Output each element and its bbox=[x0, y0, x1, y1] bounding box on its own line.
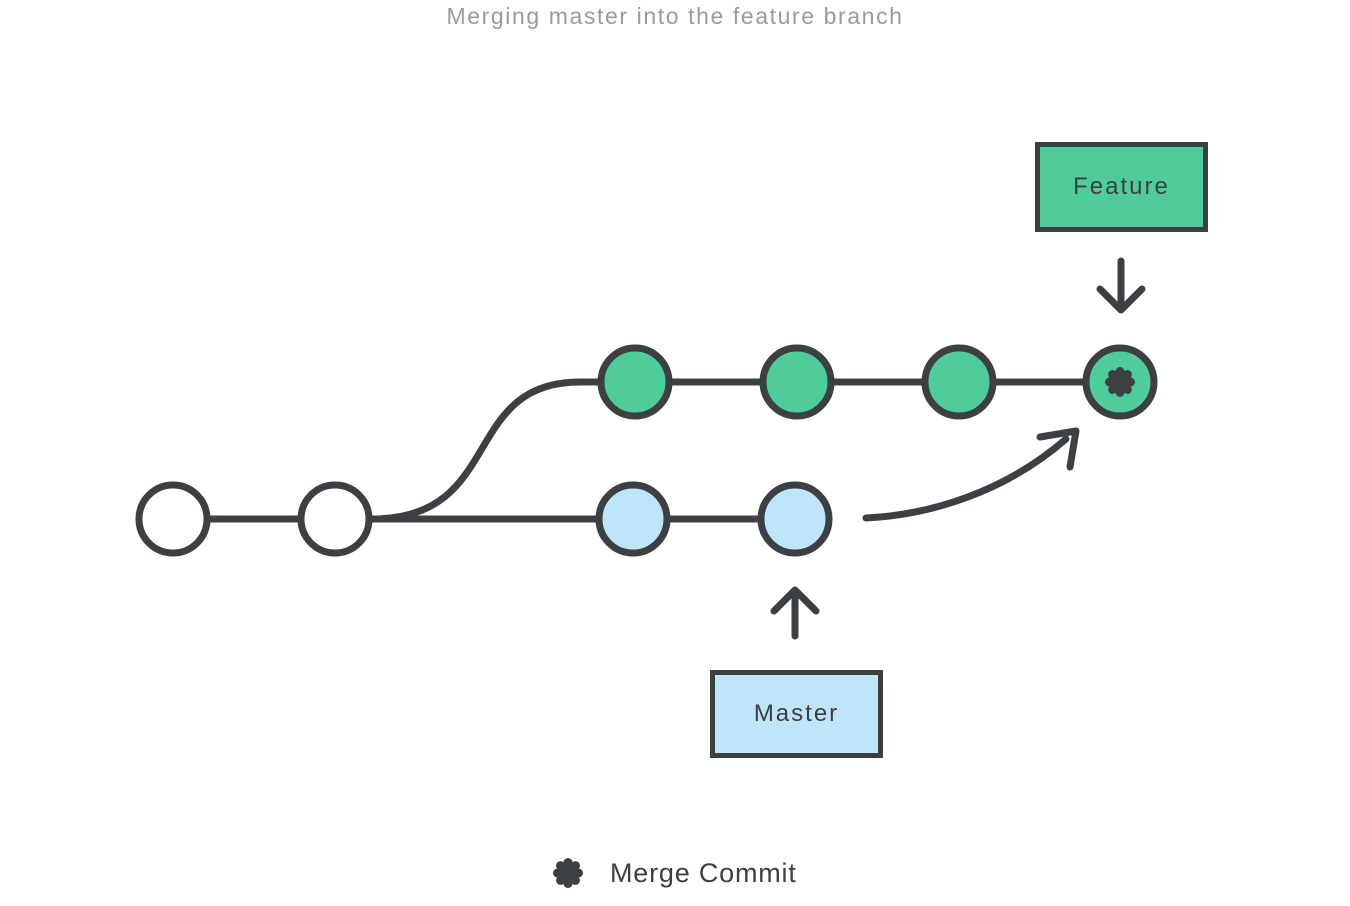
merge-asterisk-glyph bbox=[553, 858, 583, 888]
feature-pointer-down-arrow bbox=[1096, 257, 1146, 314]
master-commit-2 bbox=[757, 481, 833, 557]
merge-arrow-head bbox=[1036, 427, 1080, 471]
master-arrow-head bbox=[770, 586, 820, 615]
master-branch-label: Master bbox=[710, 670, 883, 758]
merge-asterisk-glyph bbox=[1105, 367, 1135, 397]
commits-layer bbox=[135, 344, 1158, 557]
feature-branch-line bbox=[371, 378, 1120, 523]
master-pointer-up-arrow bbox=[770, 586, 820, 640]
merge-arrow-curve bbox=[862, 435, 1070, 522]
master-label-text: Master bbox=[753, 700, 840, 727]
diagram-title: Merging master into the feature branch bbox=[446, 3, 904, 29]
feature-commit-1 bbox=[597, 344, 673, 420]
master-commit-1 bbox=[595, 481, 671, 557]
feature-arrow-head bbox=[1096, 285, 1146, 314]
feature-label-text: Feature bbox=[1073, 173, 1170, 200]
legend-label: Merge Commit bbox=[610, 857, 797, 888]
merge-commit-icon bbox=[553, 858, 583, 888]
feature-commit-3 bbox=[921, 344, 997, 420]
legend: Merge Commit bbox=[550, 855, 797, 891]
base-commit-2 bbox=[297, 481, 373, 557]
merge-commit bbox=[1082, 344, 1158, 420]
merge-arrow bbox=[862, 427, 1080, 522]
base-commit-1 bbox=[135, 481, 211, 557]
feature-commit-2 bbox=[759, 344, 835, 420]
feature-branch-label: Feature bbox=[1035, 142, 1208, 232]
